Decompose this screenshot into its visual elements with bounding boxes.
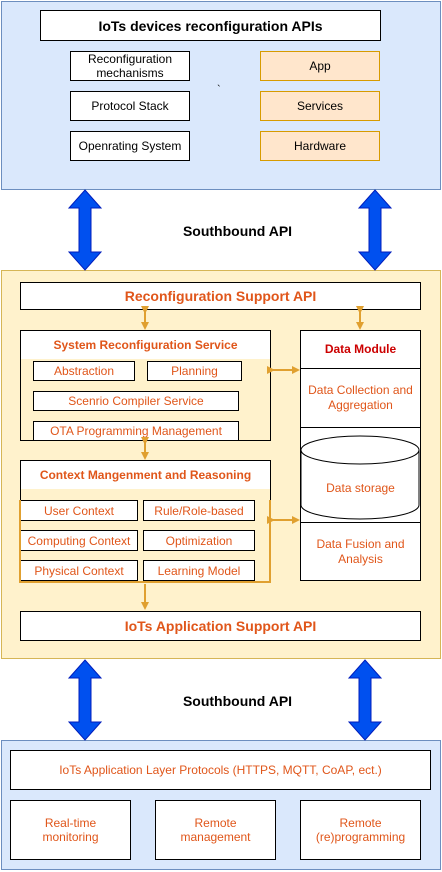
context-management-title: Context Mangenment and Reasoning	[21, 461, 270, 489]
blue-double-arrow-right-top	[357, 189, 393, 271]
stray-mark: `	[217, 84, 221, 96]
operating-system-box: Openrating System	[70, 131, 190, 161]
reconfiguration-support-api: Reconfiguration Support API	[20, 282, 421, 310]
remote-management-box: Remote management	[155, 800, 276, 860]
app-box: App	[260, 51, 380, 81]
data-fusion-label: Data Fusion and Analysis	[316, 537, 405, 566]
real-time-monitoring-box: Real-time monitoring	[10, 800, 131, 860]
abstraction-box: Abstraction	[33, 361, 135, 381]
rule-role-box: Rule/Role-based	[143, 500, 255, 521]
orange-connectors	[141, 306, 364, 610]
top-title: IoTs devices reconfiguration APIs	[40, 10, 381, 41]
data-module-divider-2	[300, 427, 421, 428]
optimization-box: Optimization	[143, 530, 255, 551]
southbound-label-bottom: Southbound API	[182, 693, 293, 709]
services-box: Services	[260, 91, 380, 121]
data-module-divider-3	[300, 522, 421, 523]
app-support-api: IoTs Application Support API	[20, 611, 421, 641]
southbound-label-top: Southbound API	[182, 223, 293, 239]
data-module-title: Data Module	[324, 342, 397, 356]
user-context-box: User Context	[20, 500, 138, 521]
data-storage-cylinder	[300, 435, 420, 520]
physical-context-box: Physical Context	[20, 560, 138, 581]
data-collection-label: Data Collection and Aggregation	[308, 383, 413, 412]
context-orange-outline	[19, 500, 271, 583]
learning-model-box: Learning Model	[143, 560, 255, 581]
protocols-box: IoTs Application Layer Protocols (HTTPS,…	[10, 750, 431, 790]
blue-double-arrow-left-top	[67, 189, 103, 271]
ota-programming-box: OTA Programming Management	[33, 421, 239, 441]
protocol-stack-box: Protocol Stack	[70, 91, 190, 121]
hardware-box: Hardware	[260, 131, 380, 161]
blue-double-arrow-right-bottom	[347, 659, 383, 741]
blue-double-arrow-left-bottom	[67, 659, 103, 741]
data-module-divider-1	[300, 368, 421, 369]
remote-reprogramming-box: Remote (re)programming	[300, 800, 421, 860]
planning-box: Planning	[147, 361, 242, 381]
system-reconfiguration-title: System Reconfiguration Service	[21, 331, 270, 359]
reconfiguration-mechanisms-box: Reconfiguration mechanisms	[70, 51, 190, 81]
computing-context-box: Computing Context	[20, 530, 138, 551]
data-storage-label: Data storage	[326, 481, 395, 495]
scenario-compiler-box: Scenrio Compiler Service	[33, 391, 239, 411]
